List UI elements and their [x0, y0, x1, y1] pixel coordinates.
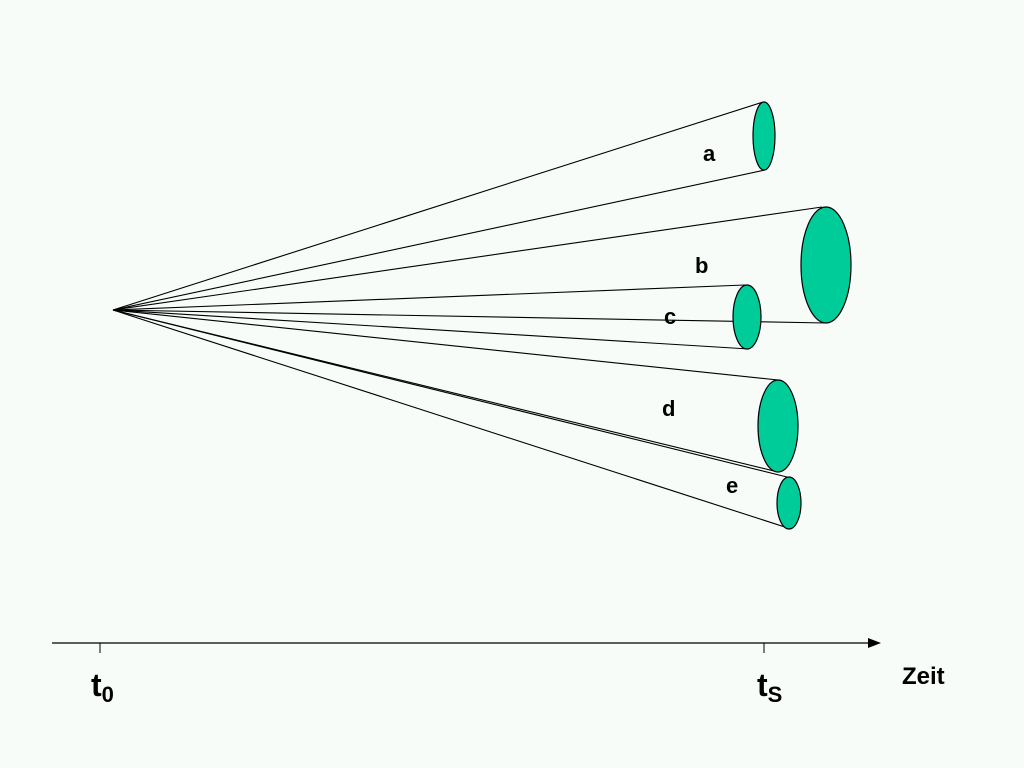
cone-a-top-edge — [112, 101, 764, 311]
cone-e-face — [776, 476, 802, 530]
time-axis: t0 tS Zeit — [52, 638, 945, 707]
cone-lines — [112, 101, 827, 530]
cone-a-face — [752, 101, 776, 171]
axis-title: Zeit — [902, 663, 945, 690]
label-ts: tS — [757, 667, 782, 707]
cone-label-b: b — [695, 253, 708, 278]
cone-d-face — [757, 379, 799, 473]
cone-label-c: c — [664, 304, 676, 329]
cone-b-face — [800, 206, 852, 324]
cone-a-bottom-edge — [112, 169, 766, 311]
cone-label-d: d — [662, 396, 675, 421]
cone-e-bottom-edge — [112, 309, 792, 530]
cone-c-bottom-edge — [112, 309, 750, 350]
cone-labels: a b c d e — [662, 141, 738, 498]
cone-faces — [732, 101, 852, 530]
axis-arrow-icon — [868, 638, 881, 648]
cone-c-top-edge — [112, 284, 746, 311]
cone-b-top-edge — [112, 206, 823, 311]
cone-label-e: e — [726, 473, 738, 498]
cone-c-face — [732, 284, 762, 350]
cone-d-top-edge — [112, 309, 779, 381]
cone-e-top-edge — [112, 309, 788, 478]
cone-b-bottom-edge — [112, 309, 827, 324]
cone-label-a: a — [703, 141, 716, 166]
label-t0: t0 — [91, 667, 114, 707]
